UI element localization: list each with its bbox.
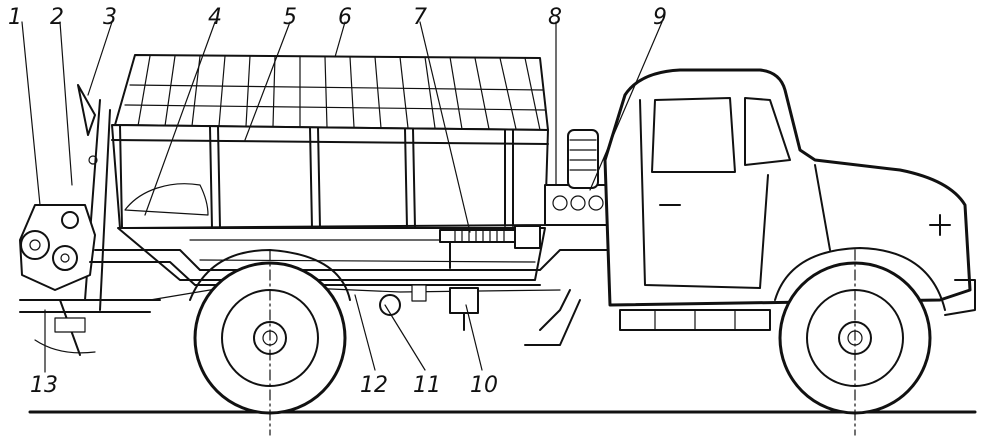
callout-9: 9: [653, 5, 667, 30]
distributor-gearbox: [19, 204, 96, 291]
callout-12: 12: [360, 373, 388, 398]
hopper-body: [111, 54, 549, 281]
callout-10: 10: [470, 373, 498, 398]
callout-3: 3: [103, 5, 117, 30]
control-panel: [544, 129, 611, 226]
cab: [603, 68, 976, 331]
front-fender: [774, 247, 946, 311]
callout-2: 2: [50, 5, 64, 30]
callout-11: 11: [413, 373, 441, 398]
rear-wheel: [193, 249, 347, 436]
callout-1: 1: [8, 5, 22, 30]
callout-6: 6: [338, 5, 352, 30]
tensioner-screw: [439, 225, 541, 269]
callout-5: 5: [283, 5, 297, 30]
callout-labels: 1 2 3 4 5 6 7 8 9 10 11 12 13: [8, 5, 667, 398]
callout-7: 7: [413, 5, 427, 30]
front-wheel: [778, 249, 932, 436]
callout-13: 13: [30, 373, 58, 398]
pump-assembly: [379, 284, 479, 331]
callout-8: 8: [548, 5, 562, 30]
cover-slats: [124, 55, 546, 131]
leader-lines: [21, 21, 663, 373]
callout-4: 4: [208, 5, 222, 30]
